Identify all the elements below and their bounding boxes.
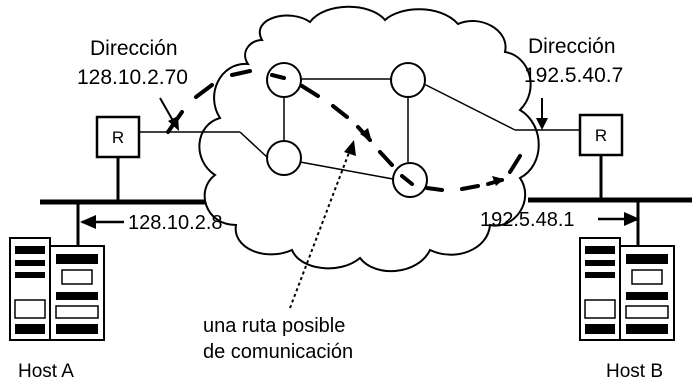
router-left-cloud-link <box>239 131 269 159</box>
router-right-box <box>578 113 624 157</box>
router-left-address-arrow <box>159 97 179 131</box>
router-right-address: 192.5.40.7 <box>524 64 623 87</box>
route-note-line1: una ruta posible <box>203 315 345 337</box>
router-left-box <box>95 115 141 159</box>
host-a-label: Host A <box>18 361 74 382</box>
host-b-label: Host B <box>606 361 663 382</box>
cloud-node-top-right <box>390 62 426 98</box>
router-left-address: 128.10.2.70 <box>77 66 188 89</box>
router-right-letter: R <box>595 126 607 145</box>
route-note-line2: de comunicación <box>203 341 353 363</box>
router-left-label-line1: Dirección <box>90 37 178 60</box>
router-left-letter: R <box>112 128 124 147</box>
network-cloud <box>198 5 540 273</box>
host-b-address-arrow <box>598 212 640 226</box>
host-a-computer <box>9 237 105 341</box>
cloud-node-bottom-left <box>266 140 302 176</box>
cloud-links <box>283 78 516 180</box>
route-callout <box>289 140 356 309</box>
route-arrowheads <box>360 128 504 186</box>
host-a-address-arrow <box>80 215 124 229</box>
host-b-address: 192.5.48.1 <box>480 209 575 231</box>
route-path <box>166 69 522 192</box>
host-a-address: 128.10.2.8 <box>128 212 223 234</box>
router-right-address-arrow <box>536 98 548 130</box>
router-right-label-line1: Dirección <box>528 35 616 58</box>
host-b-computer <box>579 237 675 341</box>
